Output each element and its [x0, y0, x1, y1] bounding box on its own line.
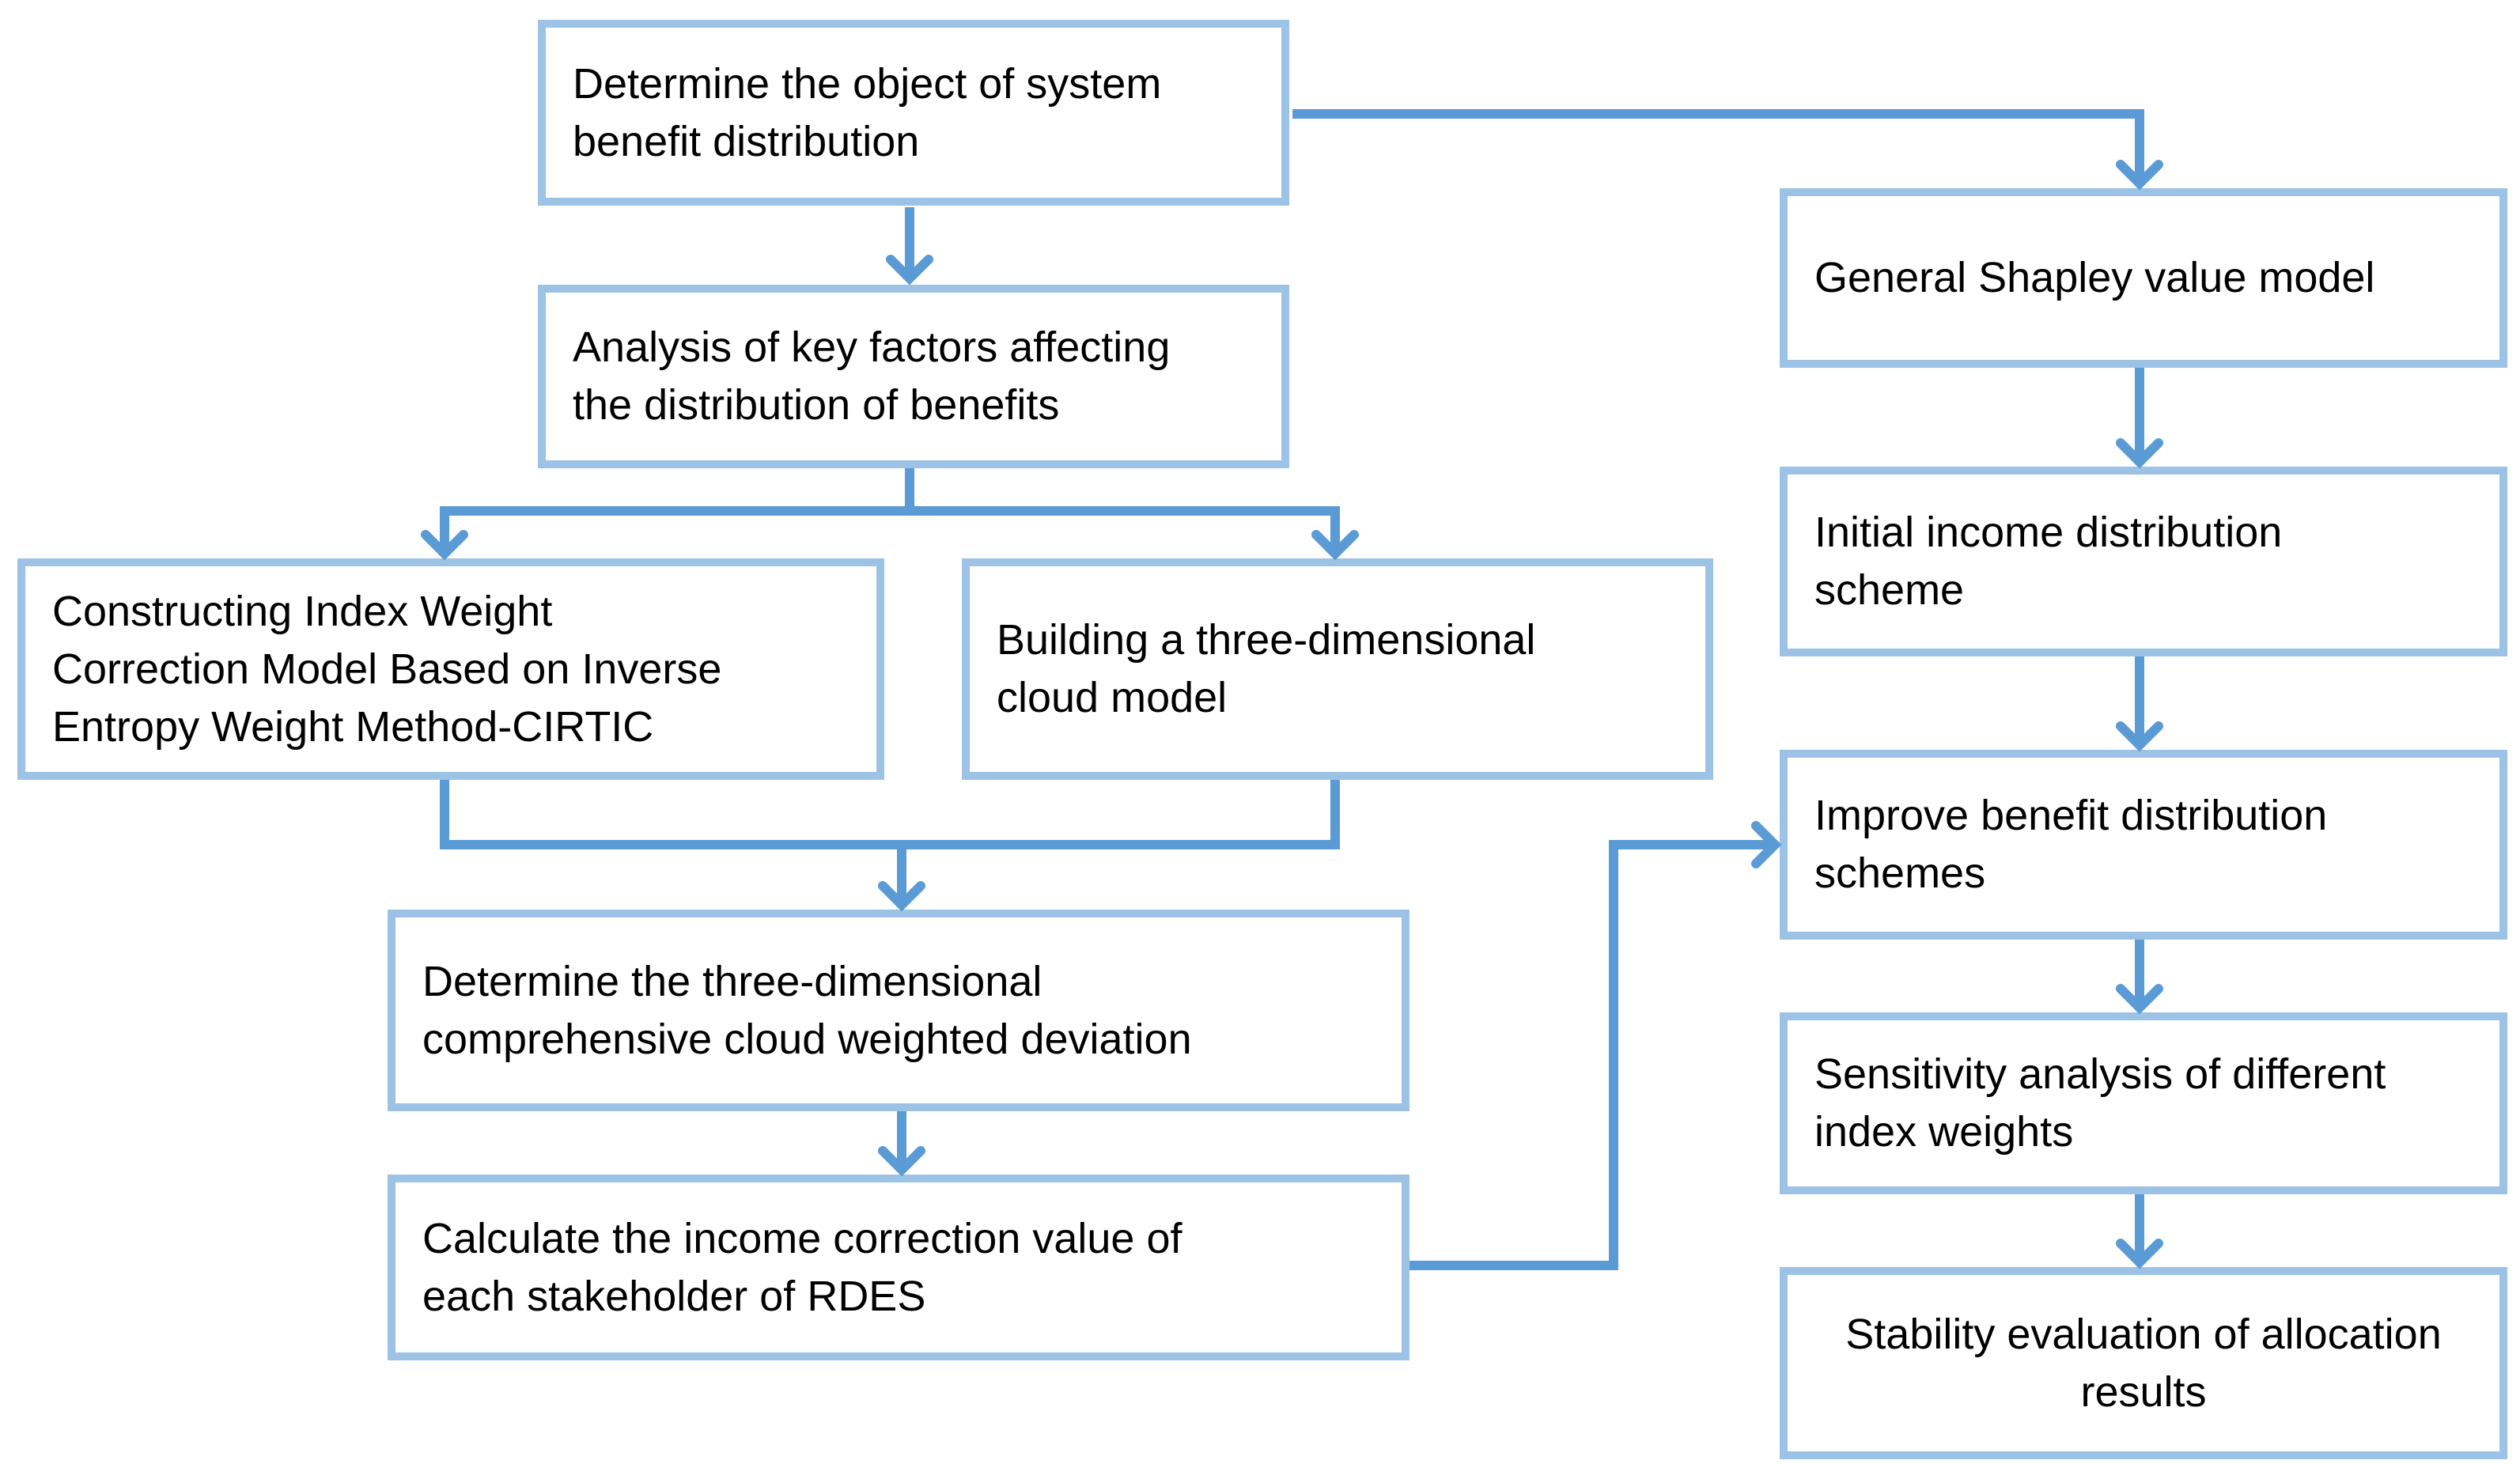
box-line: comprehensive cloud weighted deviation: [422, 1015, 1192, 1063]
flow-box-improve-benefit-schemes: Improve benefit distribution schemes: [1780, 750, 2507, 940]
box-line: Improve benefit distribution: [1814, 792, 2328, 839]
flow-box-cloud-weighted-deviation: Determine the three-dimensional comprehe…: [388, 910, 1409, 1111]
box-line: results: [2080, 1368, 2207, 1416]
flow-box-index-weight-correction: Constructing Index Weight Correction Mod…: [17, 558, 884, 780]
flow-box-three-dimensional-cloud: Building a three-dimensional cloud model: [962, 558, 1713, 780]
box-line: index weights: [1814, 1108, 2074, 1156]
arrow-determine-object-to-general-shapley: [1292, 109, 2163, 191]
box-line: General Shapley value model: [1814, 254, 2375, 301]
flow-box-income-correction-value: Calculate the income correction value of…: [388, 1175, 1409, 1360]
flow-box-analysis-key-factors: Analysis of key factors affecting the di…: [538, 285, 1289, 468]
flow-box-determine-object: Determine the object of system benefit d…: [538, 20, 1289, 206]
flow-box-general-shapley: General Shapley value model: [1780, 188, 2507, 368]
box-line: Analysis of key factors affecting: [573, 323, 1171, 371]
box-line: cloud model: [997, 674, 1228, 721]
box-line: Sensitivity analysis of different: [1814, 1050, 2386, 1098]
box-line: Initial income distribution: [1814, 509, 2283, 556]
box-line: Constructing Index Weight: [52, 587, 553, 635]
box-line: Entropy Weight Method-CIRTIC: [52, 702, 654, 751]
box-line: Stability evaluation of allocation: [1845, 1310, 2442, 1358]
box-line: each stakeholder of RDES: [422, 1272, 926, 1320]
box-line: Determine the three-dimensional: [422, 957, 1042, 1005]
arrow-income-correction-to-improve-schemes: [1409, 821, 1782, 1270]
flow-box-stability-evaluation: Stability evaluation of allocation resul…: [1780, 1267, 2507, 1459]
flow-box-initial-income-scheme: Initial income distribution scheme: [1780, 467, 2507, 656]
box-line: scheme: [1814, 566, 1965, 614]
box-line: schemes: [1814, 849, 1986, 897]
box-line: Calculate the income correction value of: [422, 1214, 1182, 1262]
flow-box-sensitivity-analysis: Sensitivity analysis of different index …: [1780, 1012, 2507, 1194]
box-line: Determine the object of system: [573, 59, 1162, 108]
box-line: Building a three-dimensional: [997, 616, 1536, 664]
box-line: the distribution of benefits: [573, 381, 1060, 429]
box-line: Correction Model Based on Inverse: [52, 645, 722, 693]
box-line: benefit distribution: [573, 117, 920, 165]
